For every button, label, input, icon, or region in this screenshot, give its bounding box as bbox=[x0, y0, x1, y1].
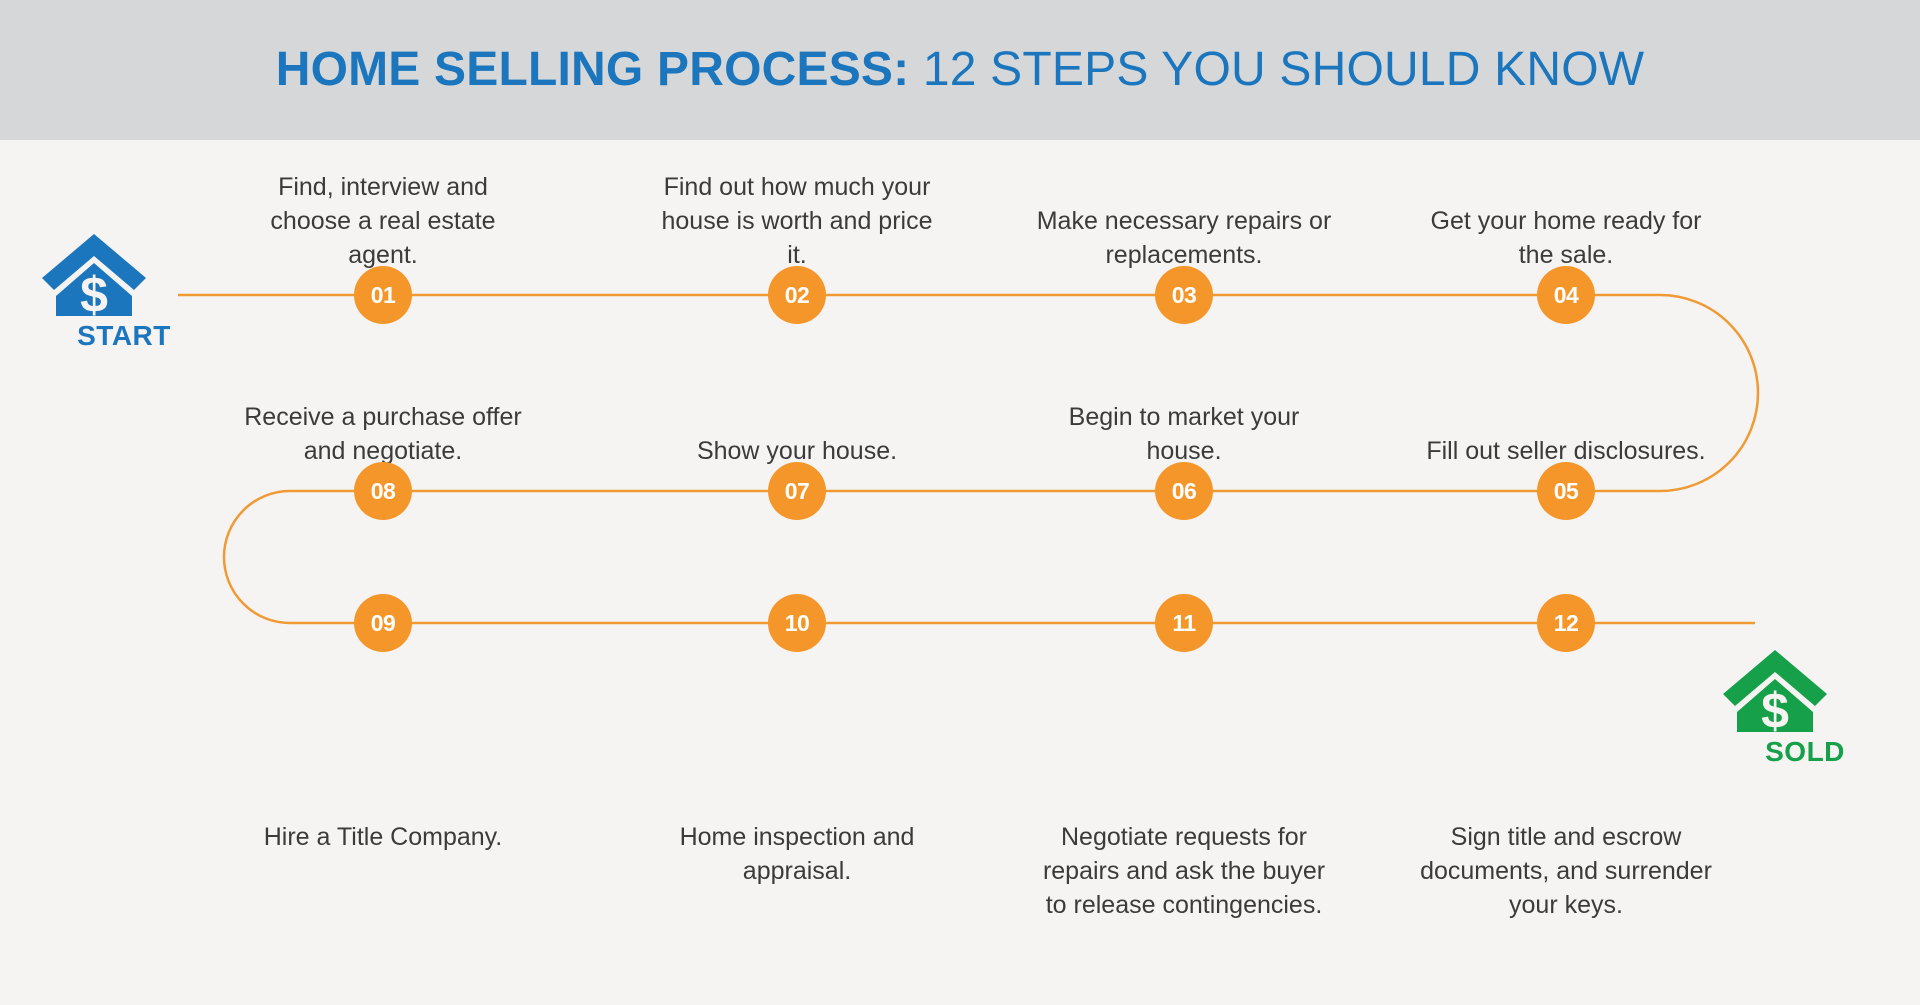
start-label: START bbox=[77, 320, 171, 351]
start-marker: $ START bbox=[39, 232, 209, 352]
step-circle-01[interactable]: 01 bbox=[354, 266, 412, 324]
step-caption-03: Make necessary repairs or replacements. bbox=[1036, 207, 1332, 269]
page-title-strong: HOME SELLING PROCESS: bbox=[275, 43, 910, 96]
step-caption-09: Hire a Title Company. bbox=[263, 823, 503, 851]
step-circle-03[interactable]: 03 bbox=[1155, 266, 1213, 324]
step-caption-11: Negotiate requests for repairs and ask t… bbox=[1042, 823, 1326, 919]
step-circle-11[interactable]: 11 bbox=[1155, 594, 1213, 652]
step-caption-02: Find out how much your house is worth an… bbox=[661, 173, 933, 269]
step-circle-10[interactable]: 10 bbox=[768, 594, 826, 652]
step-caption-07: Show your house. bbox=[696, 437, 898, 465]
header-band: HOME SELLING PROCESS: 12 STEPS YOU SHOUL… bbox=[0, 0, 1920, 140]
step-circle-09[interactable]: 09 bbox=[354, 594, 412, 652]
step-circle-06[interactable]: 06 bbox=[1155, 462, 1213, 520]
step-circle-12[interactable]: 12 bbox=[1537, 594, 1595, 652]
svg-text:$: $ bbox=[80, 267, 108, 318]
house-dollar-icon: $ bbox=[1723, 650, 1827, 734]
step-caption-04: Get your home ready for the sale. bbox=[1430, 207, 1702, 269]
step-caption-12: Sign title and escrow documents, and sur… bbox=[1420, 823, 1712, 919]
step-caption-08: Receive a purchase offer and negotiate. bbox=[244, 403, 522, 465]
house-dollar-icon: $ bbox=[42, 234, 146, 318]
step-circle-02[interactable]: 02 bbox=[768, 266, 826, 324]
step-circle-08[interactable]: 08 bbox=[354, 462, 412, 520]
page-title: HOME SELLING PROCESS: 12 STEPS YOU SHOUL… bbox=[276, 46, 1645, 94]
sold-marker: $ SOLD bbox=[1720, 648, 1890, 768]
step-caption-05: Fill out seller disclosures. bbox=[1426, 437, 1706, 465]
page-title-light: 12 STEPS YOU SHOULD KNOW bbox=[909, 43, 1645, 96]
svg-text:$: $ bbox=[1761, 683, 1789, 734]
step-circle-04[interactable]: 04 bbox=[1537, 266, 1595, 324]
step-circle-07[interactable]: 07 bbox=[768, 462, 826, 520]
step-caption-01: Find, interview and choose a real estate… bbox=[270, 173, 496, 269]
step-caption-06: Begin to market your house. bbox=[1068, 403, 1300, 465]
step-circle-05[interactable]: 05 bbox=[1537, 462, 1595, 520]
sold-label: SOLD bbox=[1765, 736, 1845, 767]
step-caption-10: Home inspection and appraisal. bbox=[679, 823, 915, 885]
